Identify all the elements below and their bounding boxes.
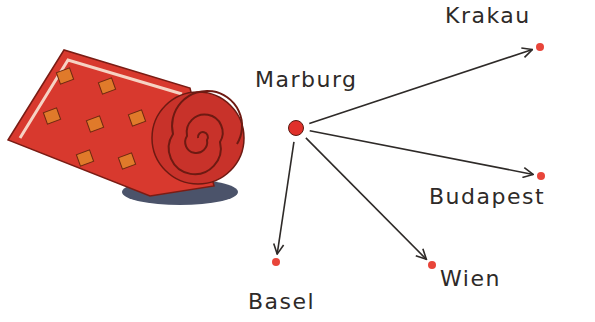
route-arrow xyxy=(310,131,533,175)
route-arrow xyxy=(306,138,427,259)
city-dot: Krakau xyxy=(536,43,544,51)
route-arrow xyxy=(277,142,294,254)
city-label: Krakau xyxy=(445,3,531,28)
city-label: Wien xyxy=(440,266,501,291)
carpet-pattern xyxy=(43,68,145,169)
city-dot: Wien xyxy=(428,261,436,269)
city-dot: Basel xyxy=(272,258,280,266)
city-label: Basel xyxy=(248,289,315,314)
city-dot: Budapest xyxy=(537,172,545,180)
city-label: Budapest xyxy=(429,184,545,209)
carpet-spiral xyxy=(169,91,242,174)
origin-dot: Marburg xyxy=(288,120,304,136)
city-label: Marburg xyxy=(255,67,358,92)
